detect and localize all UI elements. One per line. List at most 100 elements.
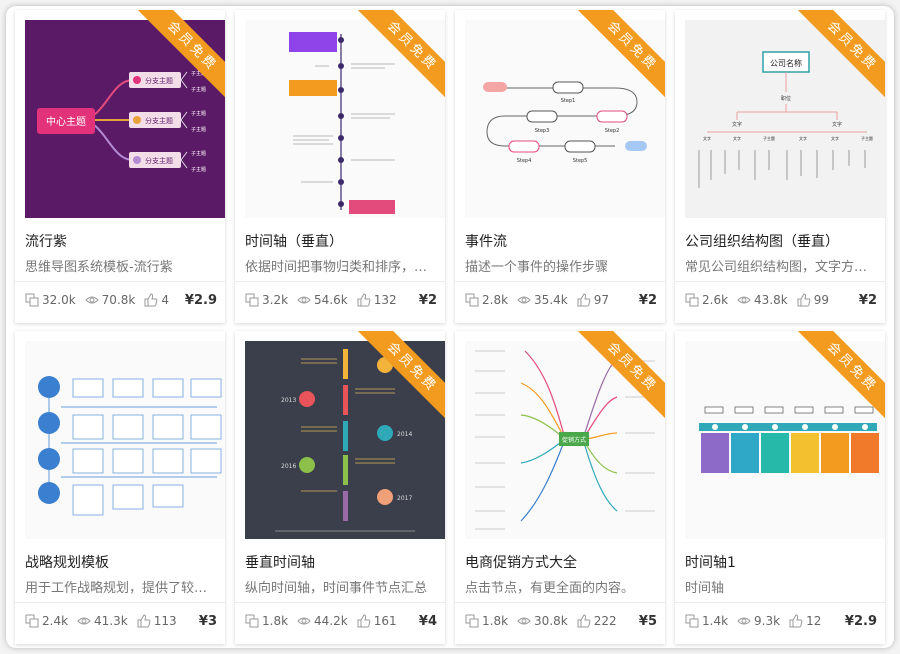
template-title[interactable]: 时间轴1 <box>685 555 736 571</box>
card-stats: 1.4k 9.3k 12 ¥2.9 <box>685 611 877 631</box>
template-card[interactable]: Step1 Step3 Step2 Step4 Step5 会员免费 事件流 描… <box>455 10 665 323</box>
view-count: 9.3k <box>737 614 780 628</box>
like-count[interactable]: 4 <box>144 293 169 307</box>
view-count: 43.8k <box>737 293 788 307</box>
card-divider <box>675 602 885 603</box>
template-title[interactable]: 公司组织结构图（垂直） <box>685 234 839 250</box>
copy-count: 2.6k <box>685 293 728 307</box>
card-stats: 32.0k 70.8k 4 ¥2.9 <box>25 290 217 310</box>
copy-count: 3.2k <box>245 293 288 307</box>
promo-mindmap-preview: 促销方式 <box>465 341 665 539</box>
like-count[interactable]: 132 <box>357 293 397 307</box>
template-description: 点击节点，有更全面的内容。 <box>465 581 635 596</box>
svg-text:2016: 2016 <box>281 463 296 470</box>
card-stats: 3.2k 54.6k 132 ¥2 <box>245 290 437 310</box>
eye-icon <box>737 296 751 304</box>
like-count[interactable]: 113 <box>137 614 177 628</box>
like-count[interactable]: 12 <box>789 614 821 628</box>
template-card[interactable]: 2012 2013 2014 2016 2017 <box>235 331 445 644</box>
template-price: ¥2 <box>638 292 657 308</box>
strategy-plan-preview <box>25 341 225 539</box>
svg-text:文字: 文字 <box>732 121 742 128</box>
svg-text:文字: 文字 <box>799 135 807 141</box>
like-count[interactable]: 97 <box>577 293 609 307</box>
template-title[interactable]: 战略规划模板 <box>25 555 109 571</box>
card-stats: 1.8k 30.8k 222 ¥5 <box>465 611 657 631</box>
like-count[interactable]: 161 <box>357 614 397 628</box>
svg-text:Step5: Step5 <box>573 158 588 164</box>
card-divider <box>455 602 665 603</box>
svg-text:分支主题: 分支主题 <box>145 76 173 85</box>
copy-icon <box>465 614 479 628</box>
view-count: 70.8k <box>84 293 135 307</box>
template-price: ¥5 <box>638 613 657 629</box>
svg-text:文字: 文字 <box>831 135 839 141</box>
card-divider <box>455 281 665 282</box>
card-divider <box>15 602 225 603</box>
copy-icon <box>685 614 699 628</box>
svg-text:子主题: 子主题 <box>191 110 206 117</box>
thumbs-up-icon[interactable] <box>789 614 803 628</box>
template-title[interactable]: 电商促销方式大全 <box>465 555 577 571</box>
svg-text:子主题: 子主题 <box>763 135 775 141</box>
template-card[interactable]: 战略规划模板 用于工作战略规划，提供了较为… 2.4k 41.3k 113 ¥3 <box>15 331 225 644</box>
card-divider <box>15 281 225 282</box>
template-price: ¥4 <box>418 613 437 629</box>
card-divider <box>235 281 445 282</box>
template-card[interactable]: 会员免费 时间轴（垂直） 依据时间把事物归类和排序，以… 3.2k 54.6k … <box>235 10 445 323</box>
copy-count: 1.4k <box>685 614 728 628</box>
template-title[interactable]: 事件流 <box>465 234 507 250</box>
view-count: 35.4k <box>517 293 568 307</box>
svg-text:文字: 文字 <box>733 135 741 141</box>
template-card[interactable]: 会员免费 时间轴1 时间轴 1.4k 9.3k 12 ¥2.9 <box>675 331 885 644</box>
template-title[interactable]: 垂直时间轴 <box>245 555 315 571</box>
template-gallery: 中心主题 分支主题 分支主题 分支主题 子主题 子主题 子主题 子主题 子主题 <box>6 6 894 648</box>
svg-text:子主题: 子主题 <box>861 135 873 141</box>
svg-text:职位: 职位 <box>781 95 791 102</box>
card-stats: 2.4k 41.3k 113 ¥3 <box>25 611 217 631</box>
svg-text:Step1: Step1 <box>561 98 576 104</box>
copy-icon <box>25 614 39 628</box>
svg-text:子主题: 子主题 <box>191 166 206 173</box>
svg-text:Step2: Step2 <box>605 128 620 134</box>
template-grid: 中心主题 分支主题 分支主题 分支主题 子主题 子主题 子主题 子主题 子主题 <box>15 10 885 644</box>
view-count: 41.3k <box>77 614 128 628</box>
copy-icon <box>25 293 39 307</box>
template-price: ¥2 <box>418 292 437 308</box>
eye-icon <box>84 296 99 304</box>
template-thumbnail[interactable] <box>25 341 225 539</box>
thumbs-up-icon[interactable] <box>144 293 158 307</box>
thumbs-up-icon[interactable] <box>797 293 811 307</box>
copy-count: 1.8k <box>465 614 508 628</box>
svg-text:公司名称: 公司名称 <box>770 58 802 68</box>
card-stats: 2.6k 43.8k 99 ¥2 <box>685 290 877 310</box>
template-title[interactable]: 流行紫 <box>25 234 67 250</box>
template-card[interactable]: 公司名称 职位 文字 文字 文字 文字 子主题 文字 文字 子主题 <box>675 10 885 323</box>
thumbs-up-icon[interactable] <box>137 614 151 628</box>
svg-text:子主题: 子主题 <box>191 150 206 157</box>
like-count[interactable]: 222 <box>577 614 617 628</box>
template-title[interactable]: 时间轴（垂直） <box>245 234 343 250</box>
template-thumbnail[interactable] <box>245 20 445 218</box>
thumbs-up-icon[interactable] <box>577 293 591 307</box>
template-description: 常见公司组织结构图，文字方向… <box>685 260 877 275</box>
template-description: 思维导图系统模板-流行紫 <box>25 260 173 275</box>
thumbs-up-icon[interactable] <box>357 293 371 307</box>
template-thumbnail[interactable]: 促销方式 <box>465 341 665 539</box>
template-card[interactable]: 促销方式 会员免费 电商促销方式大全 点击节点，有更全面的内容。 1. <box>455 331 665 644</box>
svg-text:子主题: 子主题 <box>191 86 206 93</box>
thumbs-up-icon[interactable] <box>357 614 371 628</box>
eye-icon <box>297 296 311 304</box>
copy-icon <box>465 293 479 307</box>
card-stats: 2.8k 35.4k 97 ¥2 <box>465 290 657 310</box>
like-count[interactable]: 99 <box>797 293 829 307</box>
thumbs-up-icon[interactable] <box>577 614 591 628</box>
card-divider <box>235 602 445 603</box>
svg-text:2013: 2013 <box>281 397 296 404</box>
template-card[interactable]: 中心主题 分支主题 分支主题 分支主题 子主题 子主题 子主题 子主题 子主题 <box>15 10 225 323</box>
view-count: 54.6k <box>297 293 348 307</box>
template-description: 纵向时间轴，时间事件节点汇总 <box>245 581 428 596</box>
template-price: ¥2.9 <box>844 613 877 629</box>
template-price: ¥3 <box>198 613 217 629</box>
template-description: 用于工作战略规划，提供了较为… <box>25 581 217 596</box>
